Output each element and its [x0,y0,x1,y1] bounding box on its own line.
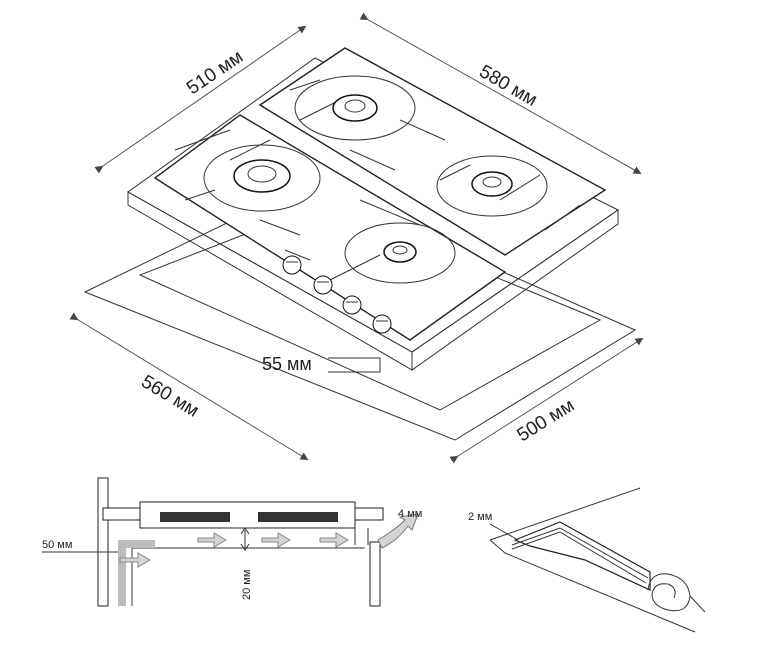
knob-3 [342,295,362,315]
label-height: 55 мм [262,354,312,374]
dimension-lines [69,12,644,464]
dim-line-560 [69,312,309,461]
hob-burner-block-right [258,512,338,522]
knob-2 [313,275,333,295]
dim-line-500 [449,337,644,464]
seal-tape-roll [647,573,691,612]
label-gap-right: 4 мм [398,508,422,520]
gap-marker-vertical [240,527,250,551]
countertop-corner [489,487,696,633]
label-cutout-width: 560 мм [137,371,202,422]
airflow-arrows [119,532,349,568]
cross-section-diagram [97,477,419,607]
exit-arrow [377,513,419,549]
dim-line-510 [94,25,307,174]
label-cutout-depth: 500 мм [514,395,579,446]
seal-strip [511,527,649,584]
cabinet-wall-right [369,541,381,607]
knob-4 [372,314,392,334]
hob-illustration [83,47,637,441]
air-channel [118,540,155,606]
control-knobs [282,255,392,334]
hob-right-edge [411,209,619,371]
cabinet-wall-left [97,477,109,607]
burner-front-right [344,222,456,284]
label-gap-bottom: 20 мм [241,570,253,600]
dim-line-55 [328,357,381,373]
label-seal: 2 мм [468,511,492,523]
label-gap-left: 50 мм [42,539,72,551]
dim-line-580 [359,12,642,174]
seal-detail-diagram [489,487,706,633]
hob-burner-block-left [160,512,230,522]
hob-corner [513,521,651,591]
knob-1 [282,255,302,275]
